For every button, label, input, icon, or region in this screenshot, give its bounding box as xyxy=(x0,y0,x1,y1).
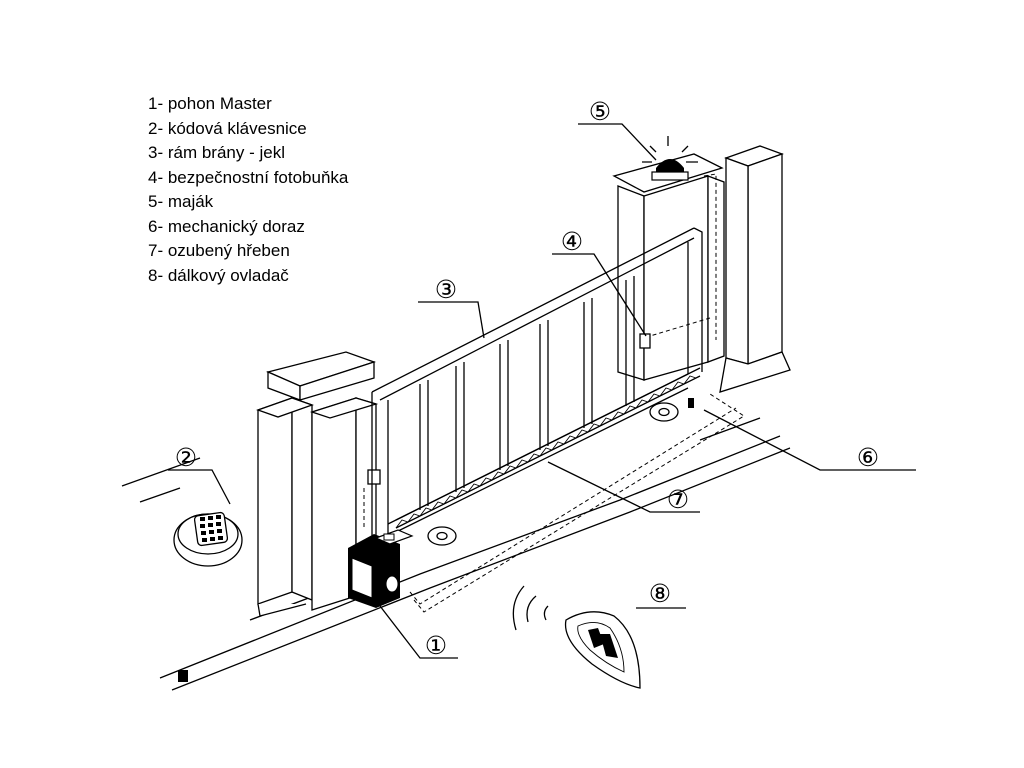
gate-motor-icon xyxy=(348,529,414,608)
callout-leaders xyxy=(168,123,916,659)
callout-4: ④ xyxy=(561,227,583,256)
legend-item-1: 1- pohon Master xyxy=(148,94,272,113)
callout-8: ⑧ xyxy=(649,579,671,608)
photocell-left-icon xyxy=(367,469,381,485)
remote-control-icon xyxy=(512,585,641,689)
right-pillar xyxy=(612,153,725,381)
legend-item-5: 5- maják xyxy=(148,192,214,211)
legend-list: 1- pohon Master 2- kódová klávesnice 3- … xyxy=(148,92,348,288)
callout-2: ② xyxy=(175,443,197,472)
right-brick-wall xyxy=(719,145,791,393)
left-brick-wall xyxy=(256,397,314,617)
legend-item-2: 2- kódová klávesnice xyxy=(148,118,307,138)
callouts: ① ② ③ ④ ⑤ ⑥ ⑦ ⑧ xyxy=(175,97,879,660)
legend-item-3: 3- rám brány - jekl xyxy=(148,143,285,162)
gate-bars xyxy=(419,276,635,510)
cable-end-icon xyxy=(178,670,188,682)
cable-route xyxy=(409,393,745,613)
callout-7: ⑦ xyxy=(667,485,689,514)
legend-item-8: 8- dálkový ovladač xyxy=(148,265,289,285)
toothed-rack xyxy=(395,367,701,529)
beacon-icon xyxy=(642,136,698,181)
legend-item-6: 6- mechanický doraz xyxy=(148,216,305,236)
callout-5: ⑤ xyxy=(589,97,611,126)
legend-item-4: 4- bezpečnostní fotobuňka xyxy=(148,167,349,187)
photocell-right-icon xyxy=(639,333,651,349)
callout-6: ⑥ xyxy=(857,443,879,472)
keypad-icon xyxy=(173,511,243,567)
callout-1: ① xyxy=(425,631,447,660)
mechanical-stop-icon xyxy=(688,398,694,408)
legend-item-7: 7- ozubený hřeben xyxy=(148,241,290,260)
callout-3: ③ xyxy=(435,275,457,304)
